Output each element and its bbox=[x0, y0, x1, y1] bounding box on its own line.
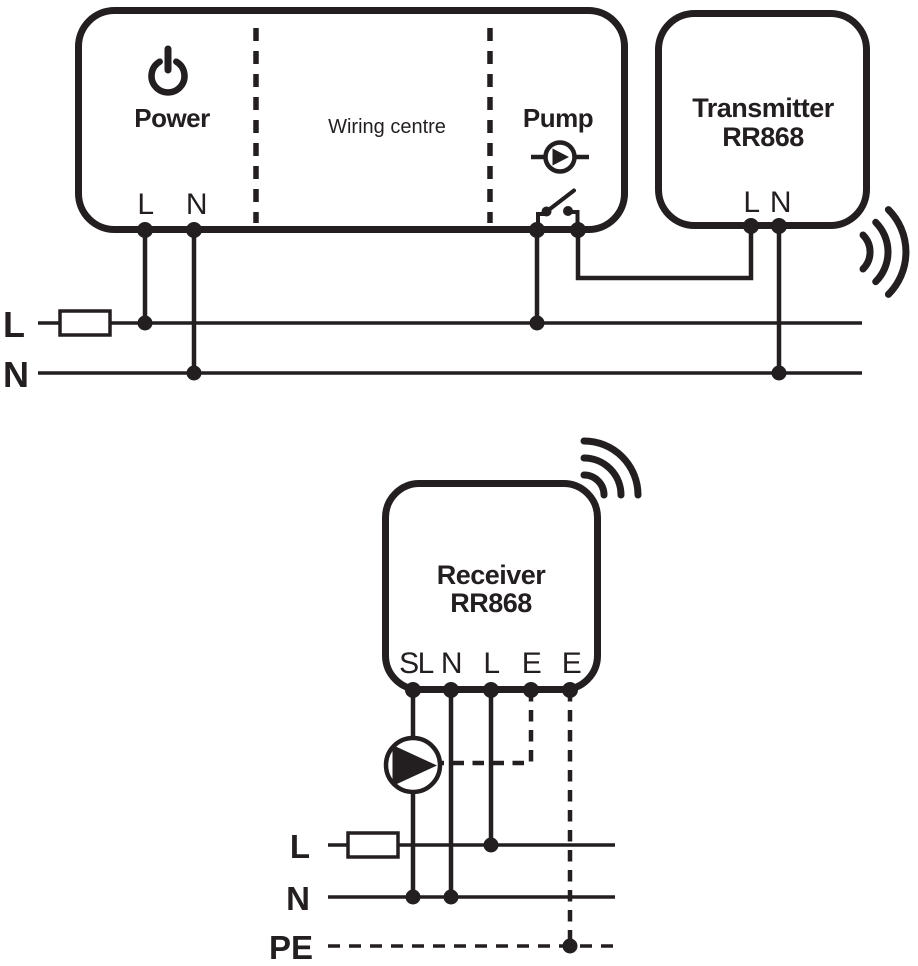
mains-supply-top: L N bbox=[3, 304, 862, 395]
terminal-label-l: L bbox=[483, 647, 499, 680]
wiring-top bbox=[137, 226, 787, 381]
live-bus-label: L bbox=[290, 828, 310, 865]
terminal-label-neutral: N bbox=[186, 188, 206, 221]
terminal-label-e2: E bbox=[562, 647, 581, 680]
terminal-label-live: L bbox=[137, 188, 153, 221]
wiring-centre-label: Wiring centre bbox=[328, 116, 446, 138]
wire-earth-to-pump bbox=[441, 690, 534, 766]
receiver-unit: Receiver RR868 SL N L E E bbox=[382, 437, 642, 698]
wireless-signal-icon bbox=[859, 206, 910, 298]
wiring-bottom bbox=[383, 690, 578, 954]
live-bus-label: L bbox=[3, 304, 25, 345]
circulation-pump-icon bbox=[383, 735, 443, 795]
terminal-dot bbox=[186, 222, 202, 238]
receiver-model: RR868 bbox=[450, 588, 532, 618]
terminal-label-sl: SL bbox=[399, 647, 434, 680]
transmitter-name: Transmitter bbox=[692, 93, 835, 123]
fuse-icon bbox=[58, 309, 112, 337]
power-icon bbox=[148, 45, 188, 96]
wire-pump-to-transmitter bbox=[575, 226, 754, 281]
junction-dot bbox=[562, 938, 578, 954]
wiring-centre-unit: Power Wiring centre Pump L N bbox=[75, 7, 628, 238]
transmitter-unit: Transmitter RR868 L N bbox=[655, 10, 910, 298]
junction-dot bbox=[443, 889, 459, 905]
power-label: Power bbox=[134, 103, 210, 133]
transmitter-box bbox=[655, 10, 870, 229]
junction-dot bbox=[137, 315, 153, 331]
terminal-dot bbox=[743, 218, 759, 234]
junction-dot bbox=[483, 837, 499, 853]
terminal-dot bbox=[771, 218, 787, 234]
earth-bus-label: PE bbox=[269, 929, 313, 966]
transmitter-model: RR868 bbox=[722, 122, 804, 152]
terminal-label-neutral: N bbox=[770, 186, 790, 219]
junction-dot bbox=[771, 365, 787, 381]
terminal-label-e1: E bbox=[522, 647, 541, 680]
junction-dot bbox=[186, 365, 202, 381]
wireless-signal-icon bbox=[580, 437, 642, 499]
terminal-dot bbox=[570, 222, 586, 238]
terminal-dot bbox=[137, 222, 153, 238]
terminal-dot bbox=[529, 222, 545, 238]
receiver-name: Receiver bbox=[437, 560, 547, 590]
neutral-bus-label: N bbox=[286, 880, 310, 917]
pump-icon bbox=[531, 140, 589, 174]
fuse-icon bbox=[346, 831, 400, 859]
junction-dot bbox=[405, 889, 421, 905]
neutral-bus-label: N bbox=[3, 354, 29, 395]
terminal-label-n: N bbox=[441, 647, 461, 680]
pump-label: Pump bbox=[523, 103, 593, 133]
junction-dot bbox=[529, 315, 545, 331]
terminal-label-live: L bbox=[743, 186, 759, 219]
